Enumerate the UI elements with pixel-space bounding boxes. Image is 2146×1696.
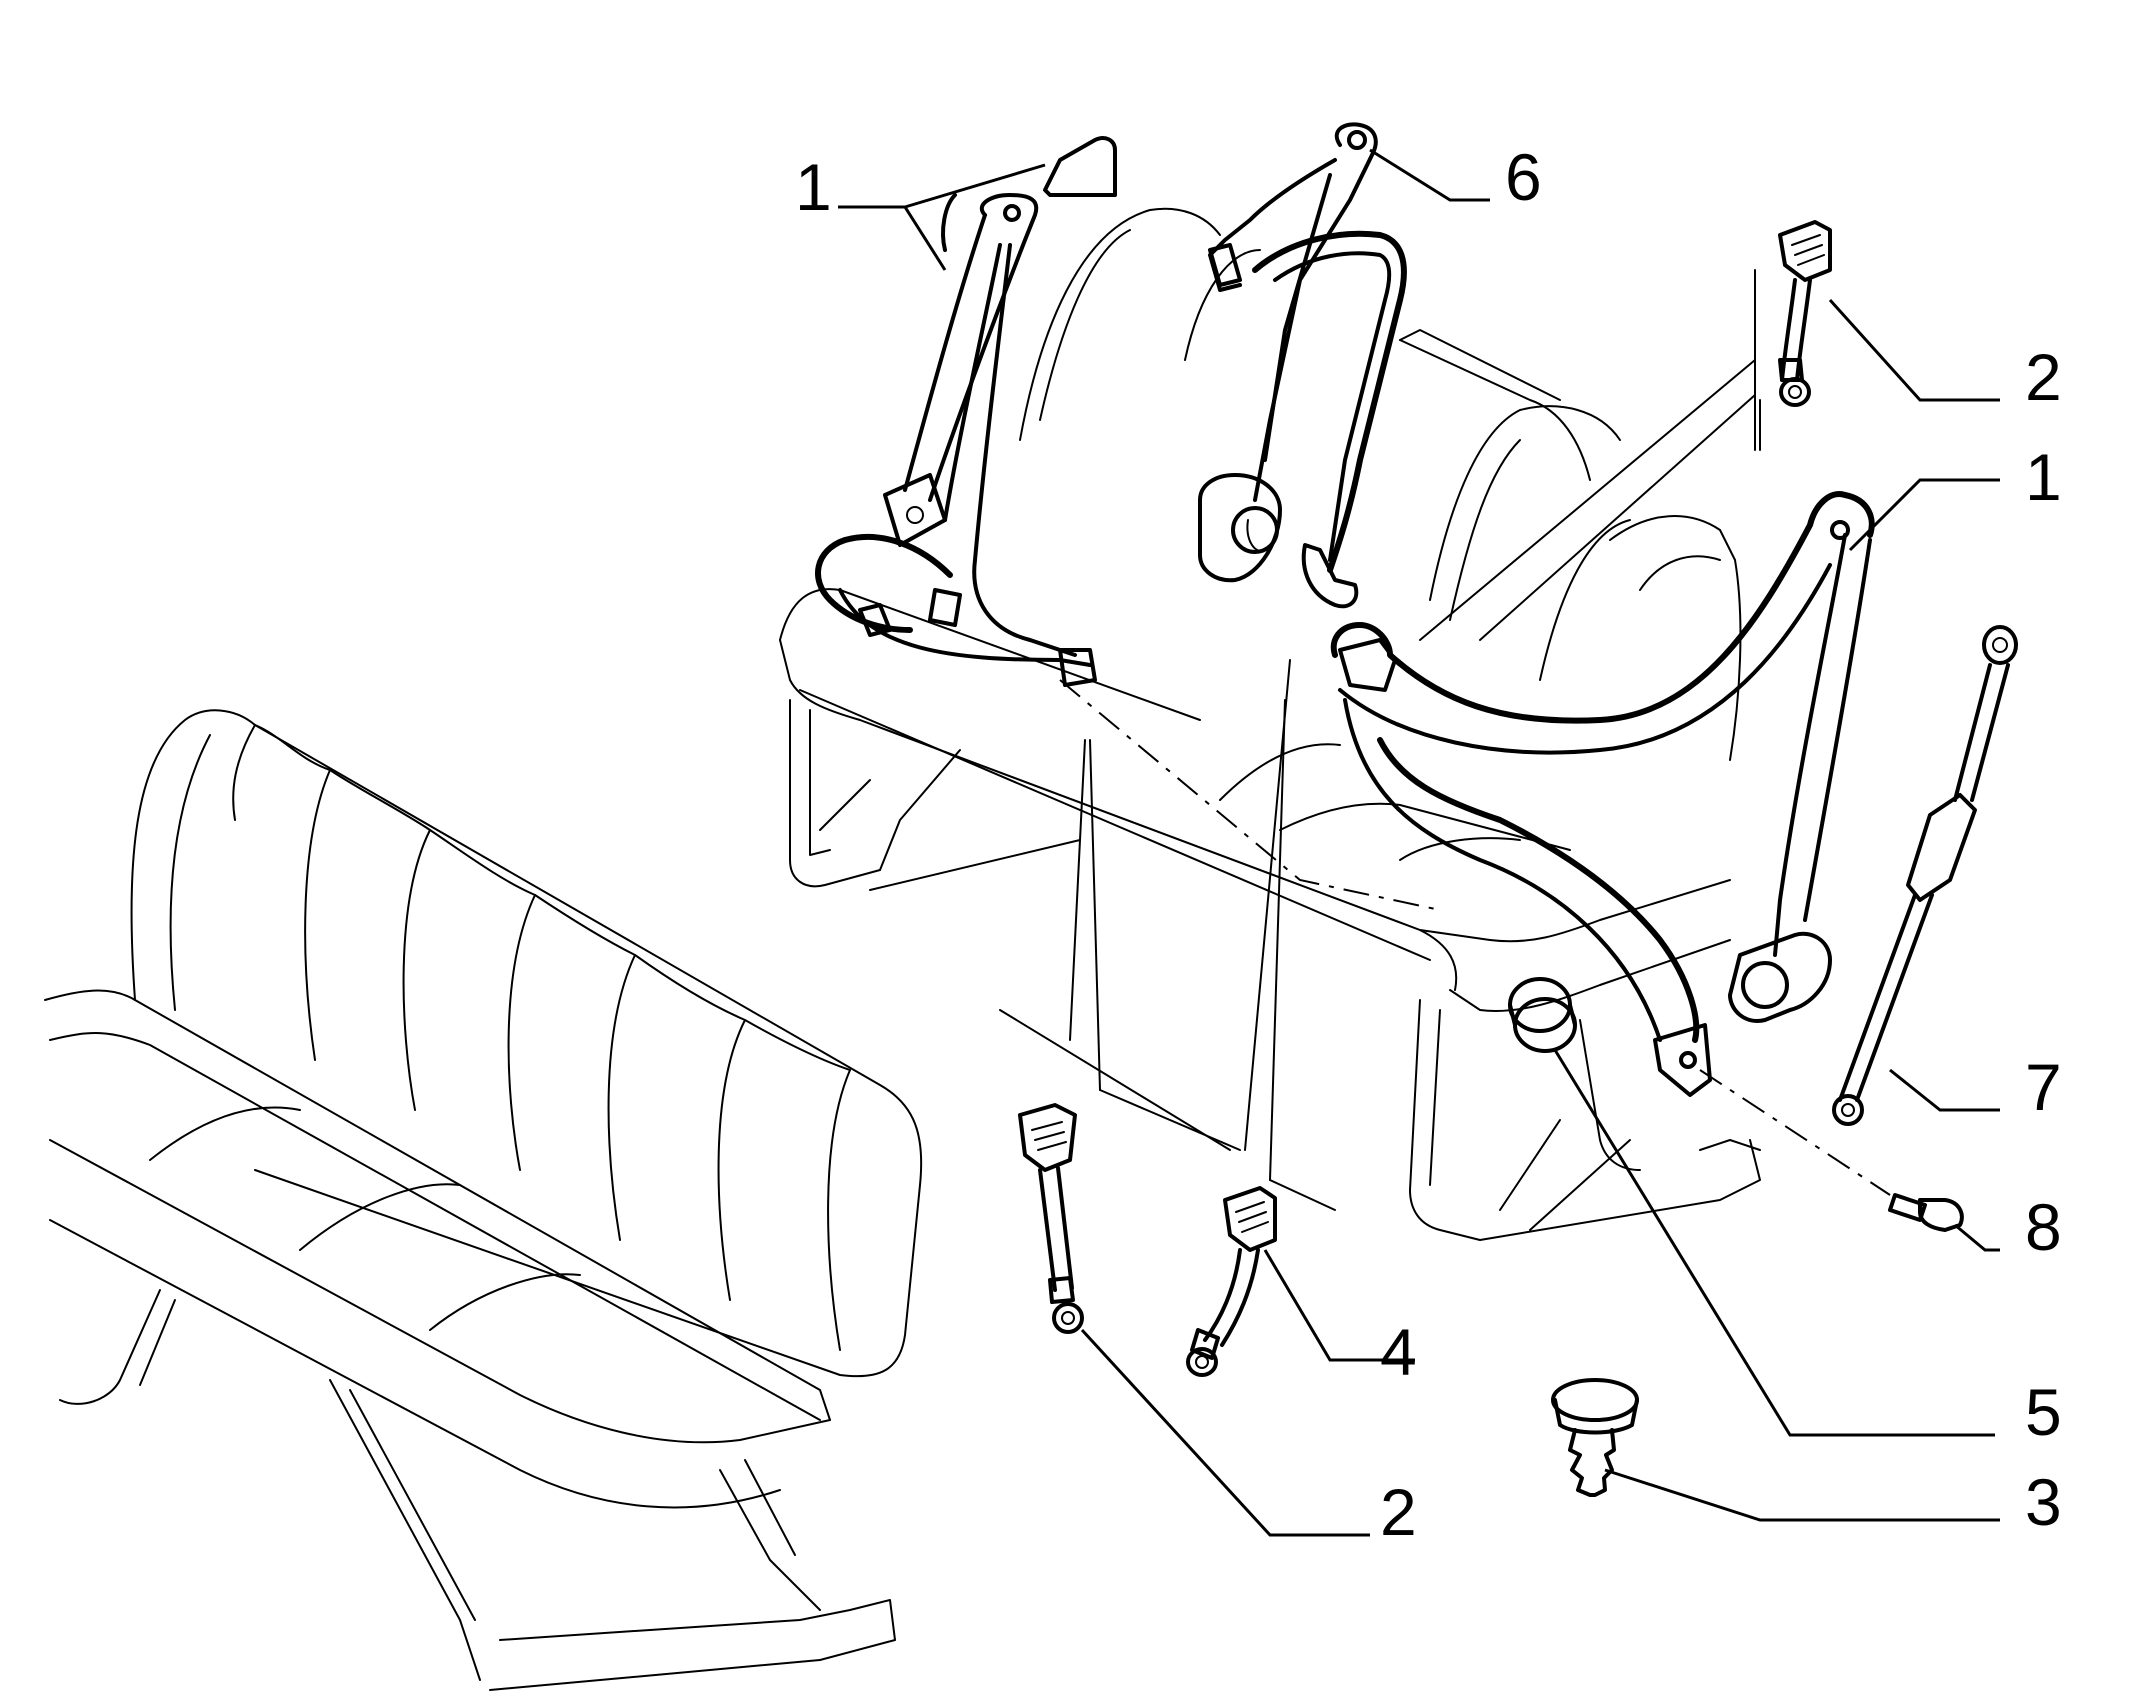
front-bench-seat	[44, 709, 923, 1691]
callout-6: 6	[1505, 140, 1542, 214]
part-3-push-clip	[1551, 1378, 1639, 1497]
callout-8: 8	[2025, 1190, 2062, 1264]
part-7-buckle-stalk	[1832, 625, 2018, 1126]
part-5-spacer	[1508, 977, 1577, 1053]
callout-2-top: 2	[2025, 340, 2062, 414]
callout-1-left: 1	[795, 150, 832, 224]
callout-2-bottom: 2	[1380, 1475, 1417, 1549]
callout-7: 7	[2025, 1050, 2062, 1124]
callout-labels: 1 6 2 1 7 8 4 5 2 3	[795, 140, 2062, 1549]
callout-3: 3	[2025, 1465, 2062, 1539]
callout-1-right: 1	[2025, 440, 2062, 514]
part-4-buckle-center	[1186, 1186, 1277, 1377]
leader-lines	[838, 148, 2000, 1537]
assembly-lines	[999, 269, 1891, 1211]
part-2-buckle-bottom	[1018, 1103, 1084, 1334]
callout-5: 5	[2025, 1375, 2062, 1449]
callout-4: 4	[1380, 1315, 1417, 1389]
part-1-left-seat-belt	[815, 136, 1117, 687]
part-8-bolt	[1888, 1193, 1964, 1232]
part-2-buckle-top-right	[1778, 220, 1832, 407]
rear-bench-seat	[779, 207, 1761, 1241]
part-1-right-seat-belt	[1330, 491, 1875, 1097]
part-6-center-seat-belt	[1198, 122, 1407, 609]
